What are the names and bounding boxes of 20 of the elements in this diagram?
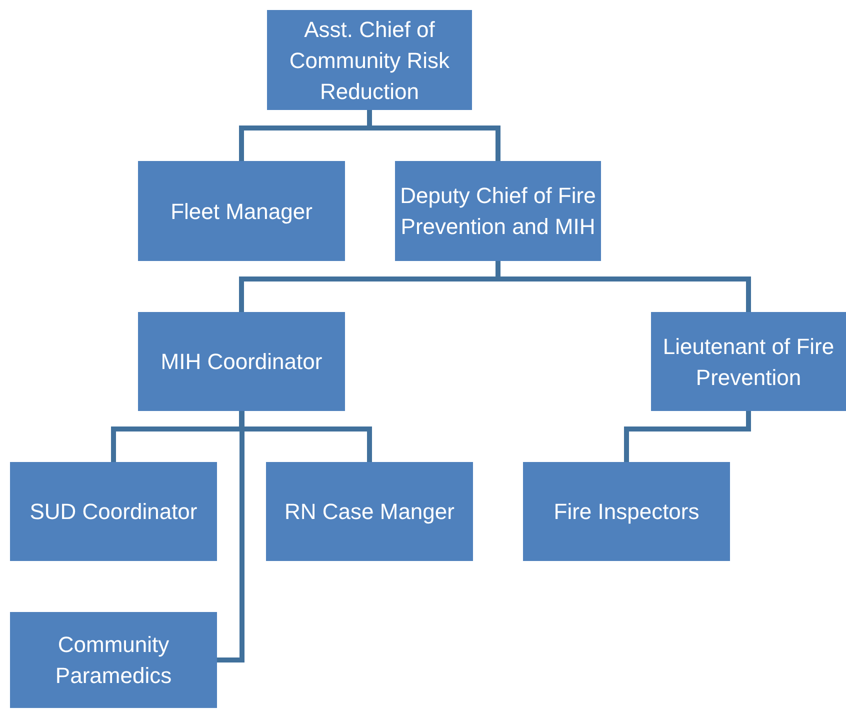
- connector-line: [217, 411, 244, 662]
- position-box: [138, 161, 345, 261]
- position-title: MIH Coordinator: [160, 348, 322, 376]
- position-title: Community Paramedics: [54, 631, 173, 690]
- position-title: Deputy Chief of Fire Prevention and MIH: [399, 182, 597, 241]
- position-title: RN Case Manger: [284, 498, 454, 526]
- position-box: [10, 612, 217, 708]
- position-box: [651, 312, 846, 411]
- position-box: [395, 161, 601, 261]
- position-box: [138, 312, 345, 411]
- position-box: [523, 462, 730, 561]
- position-box: [10, 462, 217, 561]
- position-box: [266, 462, 473, 561]
- connector-line: [624, 411, 751, 462]
- position-title: Fleet Manager: [170, 198, 312, 226]
- position-box: [267, 10, 472, 110]
- position-title: Fire Inspectors: [554, 498, 700, 526]
- position-title: Lieutenant of Fire Prevention: [662, 332, 836, 392]
- position-title: Asst. Chief of Community Risk Reduction: [288, 16, 451, 106]
- position-title: SUD Coordinator: [30, 498, 198, 526]
